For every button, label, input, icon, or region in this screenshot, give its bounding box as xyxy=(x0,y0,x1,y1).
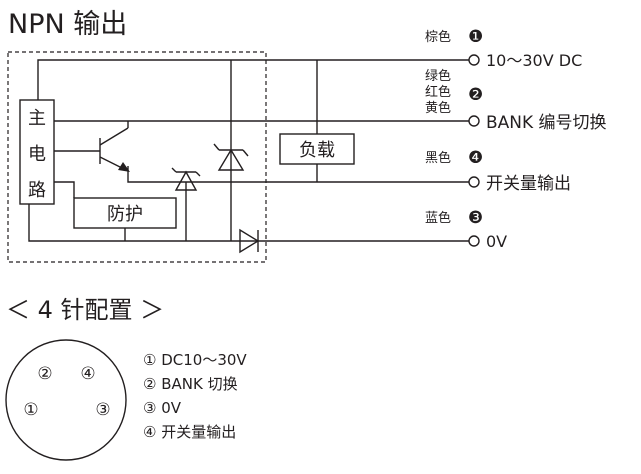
npn-transistor xyxy=(99,121,130,172)
connector-pin-3: ③ xyxy=(95,400,110,420)
load-label: 负载 xyxy=(299,140,335,161)
pin-marker-1: ❶ xyxy=(468,27,483,47)
wire-label-brown: 棕色 xyxy=(425,29,451,45)
pin-config-heading: ＜ 4 针配置 ＞ xyxy=(6,296,164,324)
sensor-boundary xyxy=(7,51,267,263)
terminal-0v xyxy=(468,235,480,247)
zener-diode xyxy=(213,143,249,171)
pin-legend: ① DC10～30V ② BANK 切换 ③ 0V ④ 开关量输出 xyxy=(143,351,247,441)
main-circuit-label-3: 路 xyxy=(28,180,46,201)
load-block: 负载 xyxy=(279,133,355,165)
pin-legend-1: ① DC10～30V xyxy=(143,351,247,369)
reverse-diode xyxy=(239,228,260,254)
wire-label-yellow: 黄色 xyxy=(425,100,451,116)
wire-label-blue: 蓝色 xyxy=(425,210,451,226)
pin-marker-4: ❹ xyxy=(468,148,483,168)
pin-marker-3: ❸ xyxy=(468,208,483,228)
connector-pin-4: ④ xyxy=(80,364,95,384)
diagram-title: NPN 输出 xyxy=(8,9,127,40)
protection-label: 防护 xyxy=(107,204,143,225)
terminal-names: 10～30V DC BANK 编号切换 开关量输出 0V xyxy=(486,51,607,251)
wire-label-red: 红色 xyxy=(425,84,451,100)
protection-diode xyxy=(171,167,201,191)
main-circuit-label-1: 主 xyxy=(28,108,46,129)
emitter-arrow xyxy=(118,162,130,172)
wire-labels: 棕色 ❶ 绿色 红色 黄色 ❷ 黑色 ❹ 蓝色 ❸ xyxy=(425,27,483,228)
connector-face: ② ④ ① ③ xyxy=(5,339,127,461)
connector-pin-2: ② xyxy=(37,364,52,384)
circuit-wires xyxy=(28,59,469,242)
terminal-name-bank: BANK 编号切换 xyxy=(486,113,607,133)
connector-pin-1: ① xyxy=(23,400,38,420)
terminal-name-power: 10～30V DC xyxy=(486,51,582,70)
terminal-bank xyxy=(468,115,480,127)
main-circuit-block: 主 电 路 xyxy=(19,99,55,205)
terminal-name-0v: 0V xyxy=(486,232,507,251)
pin-legend-2: ② BANK 切换 xyxy=(143,375,238,393)
terminal-output xyxy=(468,176,480,188)
pin-legend-3: ③ 0V xyxy=(143,399,182,417)
pin-legend-4: ④ 开关量输出 xyxy=(143,423,236,441)
wire-label-black: 黑色 xyxy=(425,150,451,166)
wire-label-green: 绿色 xyxy=(425,68,451,84)
terminal-name-output: 开关量输出 xyxy=(486,174,571,194)
protection-block: 防护 xyxy=(73,197,177,229)
main-circuit-label-2: 电 xyxy=(28,144,46,165)
terminal-brown xyxy=(468,54,480,66)
pin-marker-2: ❷ xyxy=(468,85,483,105)
terminals xyxy=(468,54,480,247)
